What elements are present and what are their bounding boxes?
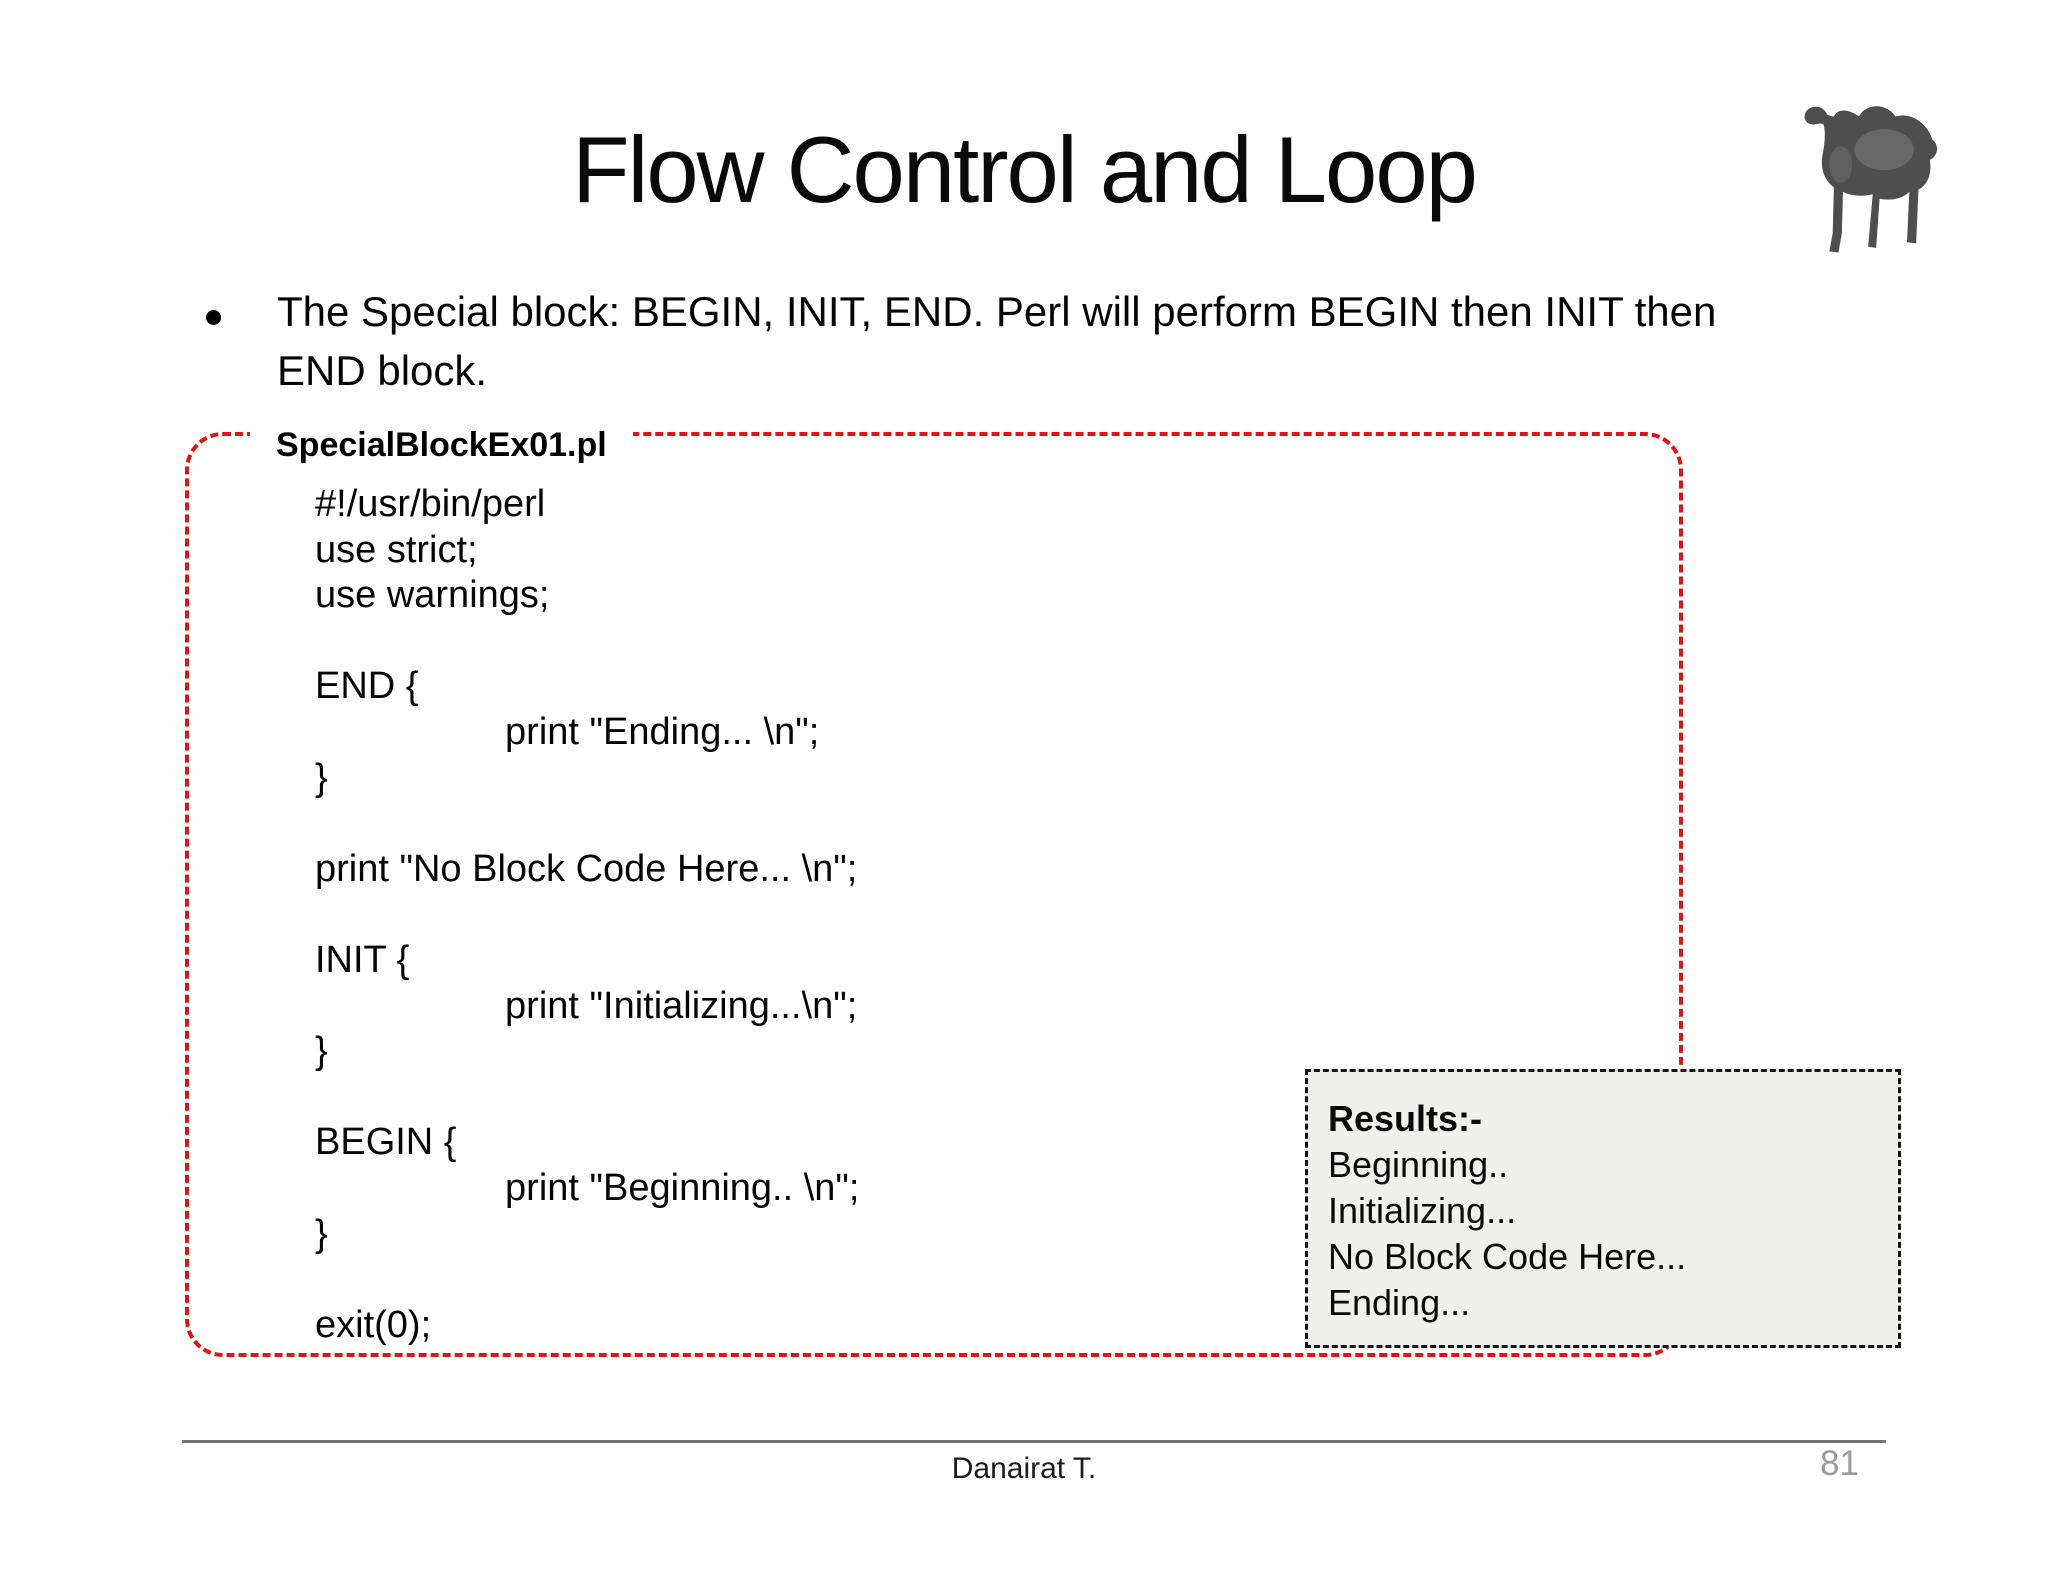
- footer-author: Danairat T.: [951, 1452, 1097, 1485]
- result-line: Beginning..: [1328, 1144, 1509, 1185]
- results-heading: Results:-: [1328, 1098, 1483, 1139]
- result-line: Ending...: [1328, 1282, 1471, 1323]
- results-box: Results:- Beginning.. Initializing... No B…: [1305, 1069, 1901, 1348]
- camel-silhouette: [1804, 106, 1938, 253]
- code-file-name: SpecialBlockEx01.pl: [250, 424, 633, 466]
- result-line: Initializing...: [1328, 1190, 1517, 1231]
- bullet-line: END block.: [277, 347, 488, 394]
- page-number: 81: [1820, 1444, 1859, 1483]
- perl-camel-logo: [1795, 85, 1955, 260]
- bullet-line: The Special block: BEGIN, INIT, END. Per…: [277, 288, 1717, 335]
- code-file-box: [185, 432, 1683, 1357]
- result-line: No Block Code Here...: [1328, 1236, 1687, 1277]
- footer-divider: [182, 1440, 1886, 1443]
- bullet-text: The Special block: BEGIN, INIT, END. Per…: [277, 282, 1716, 400]
- bullet-icon: [206, 310, 221, 325]
- slide-title: Flow Control and Loop: [572, 117, 1478, 222]
- perl-code: #!/usr/bin/perl use strict; use warnings…: [315, 483, 860, 1346]
